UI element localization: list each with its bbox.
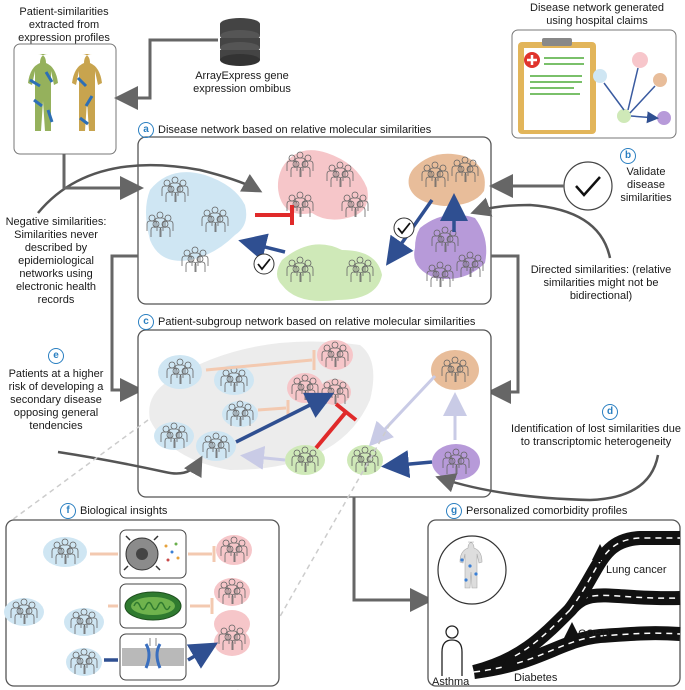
- immune-cell-icon: [119, 529, 187, 579]
- panel-f-badge: f: [60, 503, 76, 519]
- label-asthma: Asthma: [432, 676, 470, 688]
- mitochondria-icon: [119, 583, 187, 629]
- cluster-blue-a: [146, 172, 247, 261]
- panel-e-badge-wrap: e: [46, 348, 66, 364]
- cluster-purple-a: [414, 214, 487, 279]
- asthma-person-icon: [441, 625, 463, 676]
- database-icon: [220, 18, 260, 66]
- label-diabetes: Diabetes: [514, 672, 558, 684]
- panel-d-badge: d: [602, 404, 618, 420]
- validate-check-icon: [563, 161, 613, 211]
- cluster-green-a: [277, 244, 382, 301]
- panel-a-title: a Disease network based on relative molec…: [138, 122, 431, 138]
- panel-g-title: g Personalized comorbidity profiles: [446, 503, 627, 519]
- membrane-channel-icon: [119, 633, 187, 681]
- panel-b-text: Validate disease similarities: [620, 166, 672, 204]
- database-label: ArrayExpress gene expression ombibus: [193, 70, 291, 95]
- panel-d-badge-wrap: d: [600, 404, 620, 420]
- panel-b-badge-wrap: b: [618, 148, 638, 164]
- panel-g-badge: g: [446, 503, 462, 519]
- label-lung-cancer: Lung cancer: [606, 564, 667, 576]
- panel-a-title-text: Disease network based on relative molecu…: [158, 123, 432, 136]
- hospital-claims-panel: [511, 29, 677, 139]
- panel-c-badge: c: [138, 314, 154, 330]
- panel-e-text: Patients at a higher risk of developing …: [8, 368, 104, 432]
- panel-b-badge: b: [620, 148, 636, 164]
- panel-e-badge: e: [48, 348, 64, 364]
- panel-f-title: f Biological insights: [60, 503, 167, 519]
- cluster-orange-a: [408, 153, 485, 206]
- label-copd: COPD: [578, 628, 610, 640]
- panel-c-title-text: Patient-subgroup network based on relati…: [158, 315, 476, 328]
- body-maps-panel: [13, 43, 117, 155]
- panel-f-title-text: Biological insights: [80, 504, 168, 517]
- panel-a-badge: a: [138, 122, 154, 138]
- body-maps-title: Patient-similarities extracted from expr…: [18, 6, 110, 44]
- negative-similarities-note: Negative similarities: Similarities neve…: [5, 216, 107, 306]
- panel-d-text: Identification of lost similarities due …: [511, 423, 681, 448]
- directed-similarities-note: Directed similarities: (relative similar…: [530, 264, 672, 302]
- panel-g-title-text: Personalized comorbidity profiles: [466, 504, 628, 517]
- hospital-claims-title: Disease network generated using hospital…: [530, 2, 664, 27]
- panel-c-title: c Patient-subgroup network based on relat…: [138, 314, 475, 330]
